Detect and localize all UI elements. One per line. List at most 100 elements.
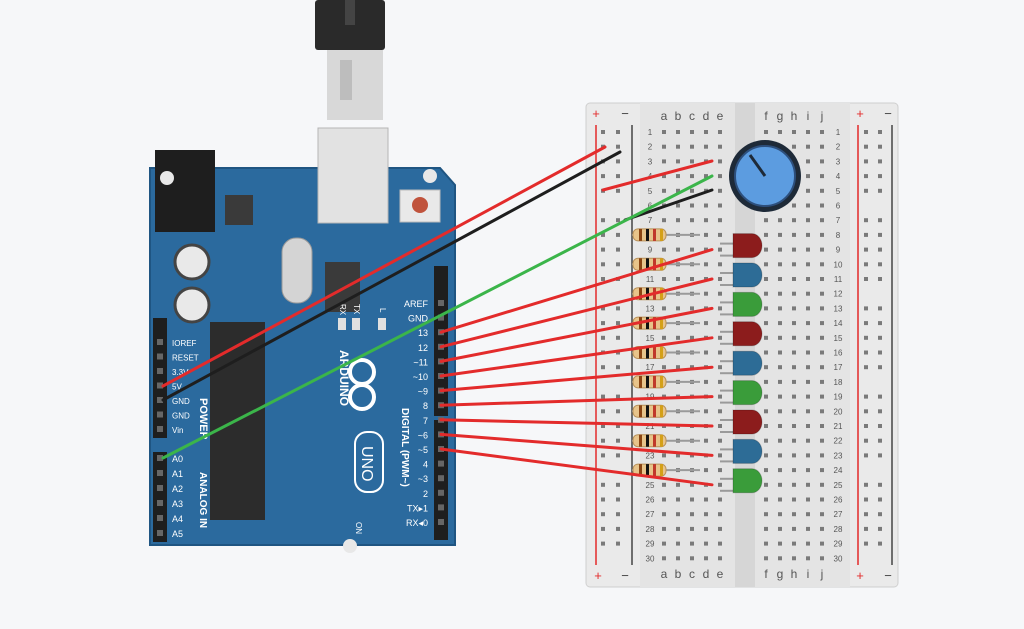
breadboard-hole[interactable] bbox=[704, 526, 708, 531]
breadboard-hole[interactable] bbox=[704, 512, 708, 517]
breadboard-hole[interactable] bbox=[676, 174, 680, 179]
potentiometer[interactable] bbox=[729, 140, 801, 212]
rail-hole[interactable] bbox=[601, 424, 605, 428]
breadboard-hole[interactable] bbox=[820, 291, 824, 296]
breadboard-hole[interactable] bbox=[676, 526, 680, 531]
breadboard-hole[interactable] bbox=[690, 512, 694, 517]
breadboard-hole[interactable] bbox=[718, 438, 722, 443]
breadboard-hole[interactable] bbox=[764, 365, 768, 370]
rail-hole[interactable] bbox=[864, 350, 868, 355]
breadboard-hole[interactable] bbox=[764, 350, 768, 355]
breadboard-hole[interactable] bbox=[764, 277, 768, 281]
breadboard-hole[interactable] bbox=[662, 541, 666, 546]
breadboard-hole[interactable] bbox=[778, 556, 782, 561]
rail-hole[interactable] bbox=[864, 262, 868, 267]
breadboard-hole[interactable] bbox=[764, 438, 768, 443]
breadboard-hole[interactable] bbox=[718, 232, 722, 237]
wire-pin9[interactable] bbox=[439, 365, 714, 393]
breadboard-hole[interactable] bbox=[806, 335, 810, 340]
rail-hole[interactable] bbox=[616, 262, 620, 267]
breadboard-hole[interactable] bbox=[792, 203, 796, 208]
breadboard-hole[interactable] bbox=[718, 174, 722, 179]
rail-hole[interactable] bbox=[864, 526, 868, 531]
led-red[interactable] bbox=[732, 321, 763, 347]
wire-rail-to-pot-gnd[interactable] bbox=[623, 188, 714, 222]
breadboard-hole[interactable] bbox=[662, 277, 666, 281]
breadboard-hole[interactable] bbox=[820, 159, 824, 164]
header-pin[interactable] bbox=[157, 515, 163, 521]
breadboard-hole[interactable] bbox=[690, 526, 694, 531]
rail-hole[interactable] bbox=[878, 394, 882, 399]
breadboard-hole[interactable] bbox=[676, 144, 680, 149]
breadboard-hole[interactable] bbox=[820, 262, 824, 267]
breadboard-hole[interactable] bbox=[690, 188, 694, 193]
breadboard-hole[interactable] bbox=[806, 438, 810, 443]
rail-hole[interactable] bbox=[878, 232, 882, 237]
rail-hole[interactable] bbox=[601, 130, 605, 134]
breadboard-hole[interactable] bbox=[792, 497, 796, 502]
rail-hole[interactable] bbox=[616, 512, 620, 517]
breadboard-hole[interactable] bbox=[690, 247, 694, 252]
breadboard-hole[interactable] bbox=[778, 335, 782, 340]
rail-hole[interactable] bbox=[864, 453, 868, 458]
breadboard-hole[interactable] bbox=[676, 130, 680, 134]
breadboard-hole[interactable] bbox=[806, 497, 810, 502]
breadboard-hole[interactable] bbox=[792, 482, 796, 487]
breadboard-hole[interactable] bbox=[806, 218, 810, 223]
breadboard-hole[interactable] bbox=[820, 409, 824, 414]
breadboard-hole[interactable] bbox=[718, 468, 722, 473]
breadboard-hole[interactable] bbox=[718, 130, 722, 134]
breadboard-hole[interactable] bbox=[820, 247, 824, 252]
breadboard-hole[interactable] bbox=[820, 438, 824, 443]
breadboard-hole[interactable] bbox=[764, 262, 768, 267]
rail-hole[interactable] bbox=[878, 130, 882, 134]
header-pin[interactable] bbox=[438, 519, 444, 525]
breadboard-hole[interactable] bbox=[820, 306, 824, 311]
breadboard-hole[interactable] bbox=[718, 497, 722, 502]
breadboard-hole[interactable] bbox=[676, 365, 680, 370]
rail-hole[interactable] bbox=[601, 218, 605, 223]
breadboard-hole[interactable] bbox=[704, 541, 708, 546]
breadboard-hole[interactable] bbox=[662, 482, 666, 487]
rail-hole[interactable] bbox=[601, 247, 605, 252]
breadboard-hole[interactable] bbox=[778, 262, 782, 267]
breadboard-hole[interactable] bbox=[676, 541, 680, 546]
breadboard-hole[interactable] bbox=[690, 453, 694, 458]
breadboard-hole[interactable] bbox=[704, 203, 708, 208]
breadboard-hole[interactable] bbox=[792, 424, 796, 428]
breadboard-hole[interactable] bbox=[718, 203, 722, 208]
breadboard-hole[interactable] bbox=[778, 232, 782, 237]
header-pin[interactable] bbox=[157, 368, 163, 374]
header-pin[interactable] bbox=[157, 470, 163, 476]
header-pin[interactable] bbox=[157, 530, 163, 536]
rail-hole[interactable] bbox=[601, 541, 605, 546]
rail-hole[interactable] bbox=[878, 218, 882, 223]
breadboard-hole[interactable] bbox=[806, 468, 810, 473]
header-pin[interactable] bbox=[438, 504, 444, 511]
rail-hole[interactable] bbox=[616, 306, 620, 311]
breadboard-hole[interactable] bbox=[792, 232, 796, 237]
breadboard-hole[interactable] bbox=[792, 379, 796, 384]
rail-hole[interactable] bbox=[616, 453, 620, 458]
breadboard-hole[interactable] bbox=[806, 482, 810, 487]
breadboard-hole[interactable] bbox=[806, 203, 810, 208]
rail-hole[interactable] bbox=[616, 438, 620, 443]
rail-hole[interactable] bbox=[878, 512, 882, 517]
rail-hole[interactable] bbox=[601, 262, 605, 267]
rail-hole[interactable] bbox=[878, 188, 882, 193]
breadboard-hole[interactable] bbox=[806, 512, 810, 517]
breadboard-hole[interactable] bbox=[792, 218, 796, 223]
breadboard-hole[interactable] bbox=[690, 482, 694, 487]
wire-pin12[interactable] bbox=[439, 277, 714, 349]
breadboard-hole[interactable] bbox=[718, 277, 722, 281]
breadboard-hole[interactable] bbox=[764, 335, 768, 340]
breadboard-hole[interactable] bbox=[806, 247, 810, 252]
breadboard-hole[interactable] bbox=[718, 512, 722, 517]
breadboard-hole[interactable] bbox=[806, 409, 810, 414]
breadboard-hole[interactable] bbox=[792, 262, 796, 267]
breadboard-hole[interactable] bbox=[662, 365, 666, 370]
rail-hole[interactable] bbox=[864, 159, 868, 164]
breadboard-hole[interactable] bbox=[662, 556, 666, 561]
breadboard-hole[interactable] bbox=[792, 277, 796, 281]
header-pin[interactable] bbox=[157, 411, 163, 418]
